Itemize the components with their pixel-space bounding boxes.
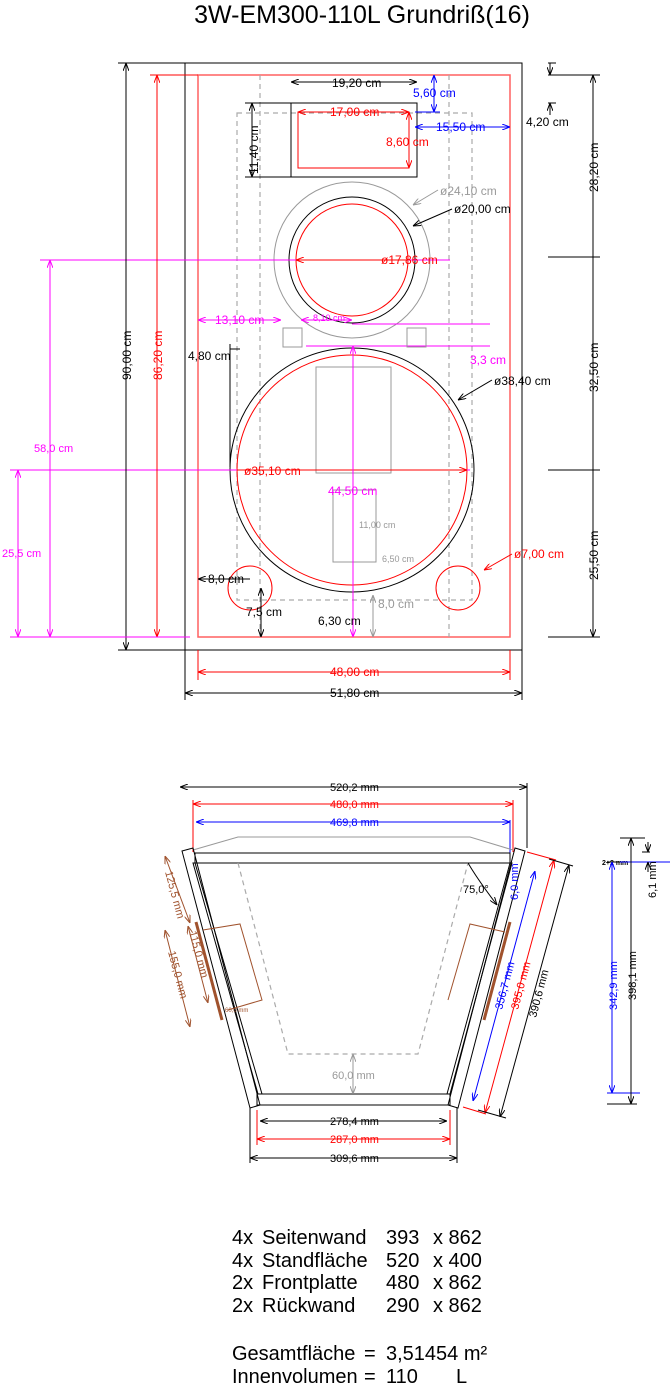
dim-inner-rect-width: 6,50 cm [382, 554, 414, 564]
part-width: 520 [386, 1250, 419, 1272]
parts-list: 4x Seitenwand 393 x 862 4x Standfläche 5… [232, 1227, 488, 1385]
part-qty: 2x [232, 1295, 253, 1317]
dim-seg-bottom: 25,50 cm [587, 531, 601, 580]
part-qty: 2x [232, 1272, 253, 1294]
dim-tweeter-width: 19,20 cm [332, 76, 381, 90]
dim-tweeter-cut-height: 8,60 cm [386, 135, 429, 149]
volume-unit: L [456, 1366, 467, 1385]
dim-height-total: 90,00 cm [120, 331, 134, 380]
parts-row: 2x Frontplatte 480 x 862 [232, 1272, 482, 1294]
dim-mid-outer: ø24,10 cm [440, 184, 497, 198]
dim-woofer-cutout: ø35,10 cm [244, 464, 301, 478]
dim-port-diameter: ø7,00 cm [514, 547, 564, 561]
dim-top-margin: 4,20 cm [526, 115, 569, 129]
dim-small-gap: 8,10 cm [313, 313, 345, 323]
dim-tweeter-height: 11,40 cm [247, 126, 261, 174]
volume-value: 110 [386, 1366, 418, 1385]
dim-handle-125: 125,5 mm [162, 870, 186, 920]
area-label: Gesamtfläche [232, 1343, 355, 1365]
dim-plan-front-red: 480,0 mm [330, 799, 379, 811]
dim-seg-top: 28,20 cm [587, 143, 601, 192]
area-value: 3,51454 m² [386, 1343, 488, 1365]
volume-label: Innenvolumen [232, 1366, 358, 1385]
dim-woofer-bottom: 6,30 cm [318, 614, 361, 628]
dim-gray-bottom: 8,0 cm [378, 597, 414, 611]
part-width: 480 [386, 1272, 419, 1294]
dim-plan-side-390: 390,6 mm [527, 968, 551, 1018]
dim-plan-depth-398: 398,1 mm [627, 951, 639, 1000]
dim-plan-side-6: 6,0 mm [509, 863, 521, 900]
part-height: x 400 [433, 1250, 482, 1272]
tweeter-plate [290, 102, 418, 178]
dim-plan-back-309: 309,6 mm [330, 1153, 379, 1165]
dim-woofer-frame: ø38,40 cm [494, 374, 551, 388]
brace-block-left [282, 327, 303, 348]
dim-plan-outer-top: 520,2 mm [330, 782, 379, 794]
dim-side-offset: 15,50 cm [436, 120, 485, 134]
front-panel-inner [197, 74, 511, 638]
inner-dashed-outline [237, 862, 469, 1055]
part-name: Frontplatte [262, 1272, 358, 1294]
front-plate [194, 852, 511, 864]
part-name: Seitenwand [262, 1227, 367, 1249]
dim-tweeter-cut-width: 17,00 cm [330, 105, 379, 119]
dim-handle-60: 60,0 mm [225, 1008, 248, 1014]
dim-mid-height: 58,0 cm [34, 443, 73, 455]
dim-seg-mid: 32,50 cm [587, 343, 601, 392]
dim-port-bottom: 7,5 cm [246, 605, 282, 619]
dim-plan-6-1: 6,1 mm [647, 861, 659, 898]
brace-block-right [406, 327, 427, 348]
dim-top-offset: 5,60 cm [413, 86, 456, 100]
part-width: 393 [386, 1227, 419, 1249]
port-left [227, 565, 273, 611]
dim-left-offset: 13,10 cm [215, 313, 264, 327]
side-panel-left [181, 847, 261, 1109]
dim-port-side: 8,0 cm [208, 572, 244, 586]
plan-view: 520,2 mm 480,0 mm 469,8 mm 60,0 mm 75,0°… [162, 782, 670, 1165]
dim-plan-back-278: 278,4 mm [330, 1116, 379, 1128]
dim-mid-frame: ø20,00 cm [454, 202, 511, 216]
dim-handle-115: 115,0 mm [186, 930, 210, 980]
dim-width-total: 51,80 cm [330, 686, 379, 700]
part-width: 290 [386, 1295, 419, 1317]
drawing-title: 3W-EM300-110L Grundriß(16) [194, 1, 530, 29]
dim-plan-depth-gray: 60,0 mm [332, 1070, 375, 1082]
back-panel [256, 1093, 451, 1106]
dim-plan-angle: 75,0° [463, 884, 489, 896]
dim-plan-back-287: 287,0 mm [330, 1134, 379, 1146]
part-height: x 862 [433, 1295, 482, 1317]
dim-width-inner: 48,00 cm [330, 665, 379, 679]
parts-row: 4x Standfläche 520 x 400 [232, 1250, 482, 1272]
front-view: 19,20 cm 11,40 cm 17,00 cm 8,60 cm 5,60 … [2, 62, 601, 700]
part-qty: 4x [232, 1250, 253, 1272]
part-name: Standfläche [262, 1250, 368, 1272]
dim-plan-2-2: 2+2 mm [602, 860, 628, 867]
cabinet-outline [184, 62, 523, 651]
dim-left-4-80: 4,80 cm [188, 349, 231, 363]
part-qty: 4x [232, 1227, 253, 1249]
volume-equals: = [364, 1366, 376, 1385]
port-right [435, 565, 481, 611]
dim-handle-155: 155,0 mm [165, 950, 189, 1000]
part-height: x 862 [433, 1272, 482, 1294]
inner-volume-dashed [236, 112, 473, 601]
dim-woofer-height: 25,5 cm [2, 548, 41, 560]
dim-inner-rect-height: 11,00 cm [359, 520, 395, 530]
part-height: x 862 [433, 1227, 482, 1249]
part-name: Rückwand [262, 1295, 355, 1317]
dim-mid-cutout: ø17,86 cm [381, 253, 438, 267]
dim-plan-depth-342: 342,9 mm [608, 961, 620, 1010]
dim-woofer-center: 44,50 cm [328, 484, 377, 498]
area-equals: = [364, 1343, 376, 1365]
dim-gap-3-3: 3,3 cm [470, 353, 506, 367]
dim-height-inner: 86,20 cm [151, 331, 165, 380]
dim-plan-front-blue: 469,8 mm [330, 817, 379, 829]
parts-row: 2x Rückwand 290 x 862 [232, 1295, 482, 1317]
parts-row: 4x Seitenwand 393 x 862 [232, 1227, 482, 1249]
